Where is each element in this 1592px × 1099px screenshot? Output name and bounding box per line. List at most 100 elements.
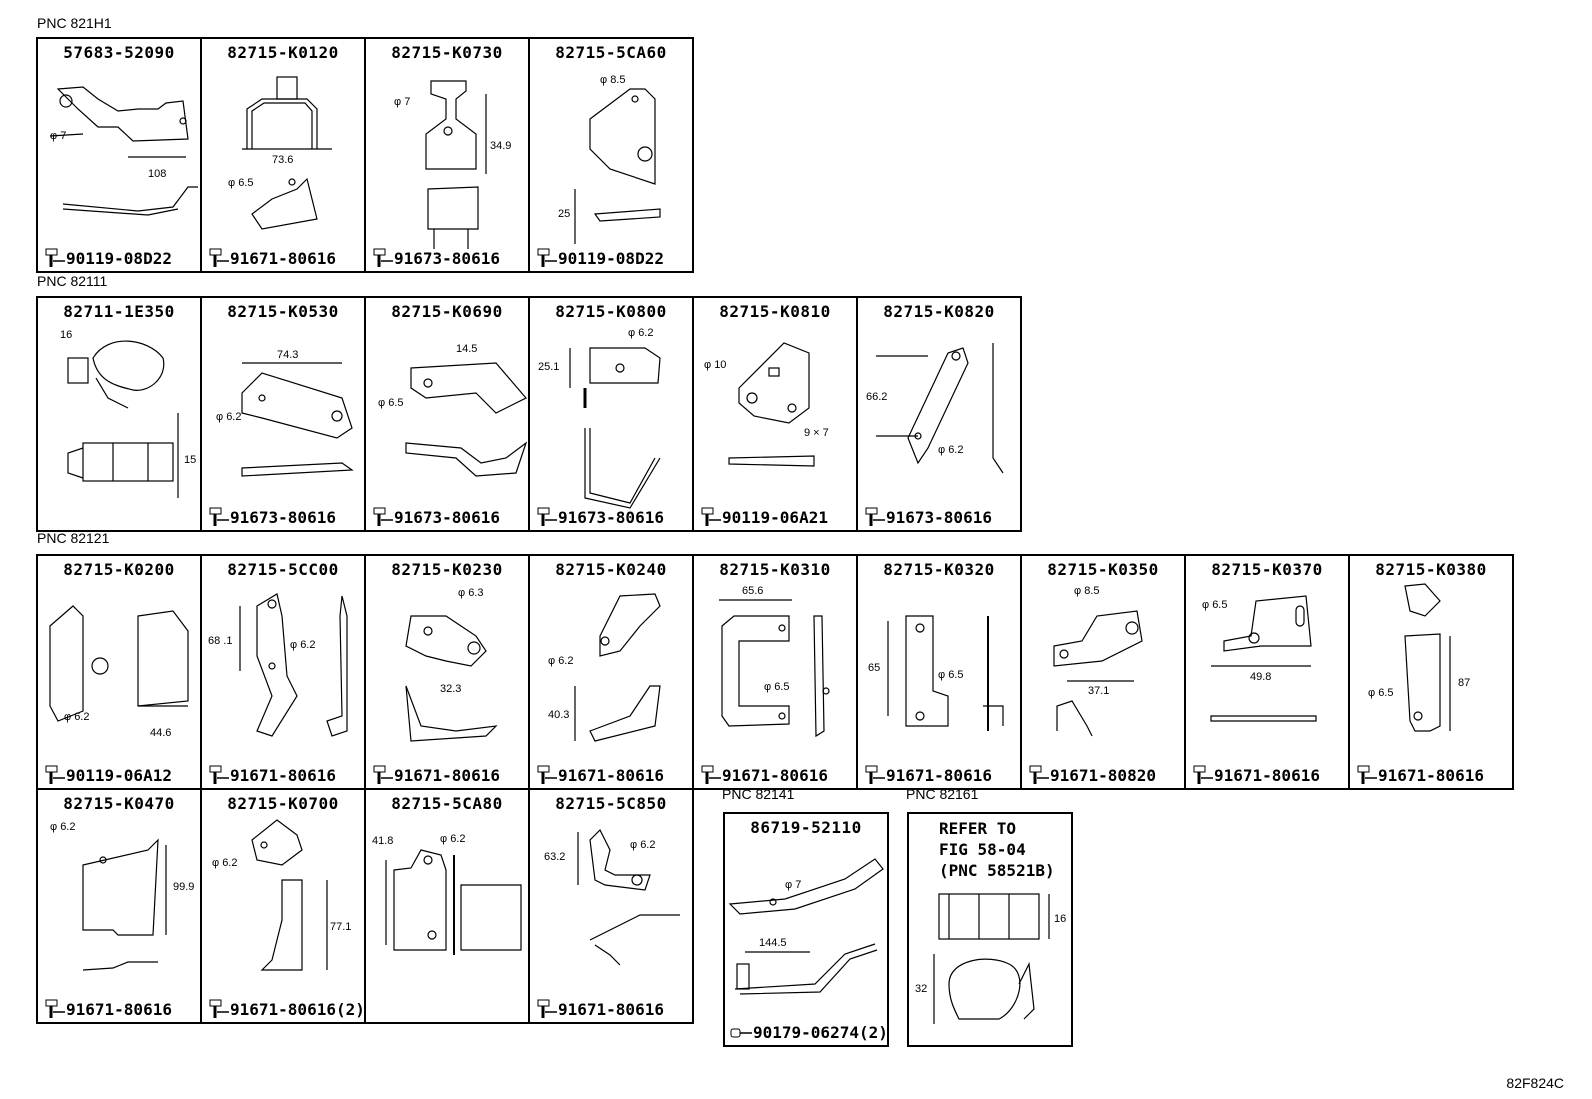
bolt-callout: 91673-80616 (371, 248, 500, 268)
svg-text:φ 7: φ 7 (785, 879, 801, 891)
part-cell[interactable]: 82715-K0350 φ 8.5 37.1 91671-80820 (1020, 554, 1186, 790)
svg-text:32: 32 (915, 983, 927, 995)
svg-text:φ 6.2: φ 6.2 (212, 857, 237, 869)
svg-text:63.2: 63.2 (544, 851, 565, 863)
part-cell[interactable]: 82715-K0470 φ 6.2 99.9 91671-80616 (36, 788, 202, 1024)
part-number: 82715-K0350 (1047, 560, 1159, 579)
bracket-drawing: φ 6.5 87 (1368, 583, 1470, 732)
bolt-number: 91671-80616 (1214, 765, 1320, 785)
part-number: 82715-5CC00 (227, 560, 339, 579)
rivet-icon (730, 1028, 752, 1037)
bolt-icon (209, 507, 229, 526)
svg-text:φ 6.2: φ 6.2 (630, 839, 655, 851)
bolt-icon (45, 999, 65, 1018)
part-cell[interactable]: 82715-5CA60 φ 8.5 25 90119-08D22 (528, 37, 694, 273)
part-cell[interactable]: 82715-K0310 65.6 φ 6.5 91671-80616 (692, 554, 858, 790)
part-number: 82715-K0370 (1211, 560, 1323, 579)
part-cell[interactable]: 82715-K0820 66.2 φ 6.2 91673-80616 (856, 296, 1022, 532)
part-number: 86719-52110 (750, 818, 862, 837)
bolt-callout: 91671-80616 (1191, 765, 1320, 785)
bolt-number: 90119-08D22 (558, 248, 664, 268)
bolt-callout: 90179-06274(2) (730, 1023, 888, 1042)
part-cell[interactable]: 82715-K0380 φ 6.5 87 91671-80616 (1348, 554, 1514, 790)
part-cell[interactable]: 82715-K0320 65 φ 6.5 91671-80616 (856, 554, 1022, 790)
part-cell[interactable]: 82715-K0730 φ 7 34.9 91673-80616 (364, 37, 530, 273)
part-number: 82715-K0240 (555, 560, 667, 579)
bolt-icon (373, 765, 393, 784)
bolt-callout: 90119-06A12 (43, 765, 172, 785)
part-cell[interactable]: 86719-52110 φ 7 144.5 90179-06274(2) (723, 812, 889, 1047)
bolt-callout: 91673-80616 (371, 507, 500, 527)
part-cell[interactable]: 82715-K0810 φ 10 9 × 7 90119-06A21 (692, 296, 858, 532)
svg-text:φ 10: φ 10 (704, 359, 726, 371)
bolt-number: 91671-80616 (886, 765, 992, 785)
bracket-drawing: 65 φ 6.5 (868, 615, 1004, 731)
part-number: 82715-K0200 (63, 560, 175, 579)
bracket-drawing: φ 8.5 37.1 (1053, 585, 1143, 737)
figure-code: 82F824C (1506, 1075, 1564, 1091)
bracket-drawing: 25.1 φ 6.2 (538, 327, 661, 509)
refer-to-note: REFER TO FIG 58-04 (PNC 58521B) (939, 819, 1055, 880)
bolt-icon (865, 765, 885, 784)
part-cell[interactable]: 82715-K0800 25.1 φ 6.2 91673-80616 (528, 296, 694, 532)
svg-text:φ 7: φ 7 (50, 130, 66, 142)
part-cell[interactable]: 82715-5CC00 68 .1 φ 6.2 91671-80616 (200, 554, 366, 790)
bracket-drawing: 74.3 φ 6.2 (216, 349, 354, 477)
bolt-icon (373, 248, 393, 267)
pnc-label-82141: PNC 82141 (722, 786, 795, 802)
svg-text:15: 15 (184, 454, 196, 466)
bolt-icon (701, 765, 721, 784)
bolt-icon (209, 765, 229, 784)
part-cell[interactable]: 82715-K0200 φ 6.2 44.6 90119-06A12 (36, 554, 202, 790)
part-cell[interactable]: REFER TO FIG 58-04 (PNC 58521B) 16 32 (907, 812, 1073, 1047)
svg-text:14.5: 14.5 (456, 343, 477, 355)
part-cell[interactable]: 82715-K0240 φ 6.2 40.3 91671-80616 (528, 554, 694, 790)
part-cell[interactable]: 82715-5CA80 41.8 φ 6.2 (364, 788, 530, 1024)
svg-text:φ 7: φ 7 (394, 96, 410, 108)
bolt-icon (373, 507, 393, 526)
svg-text:9 × 7: 9 × 7 (804, 427, 829, 439)
pnc-label-82121: PNC 82121 (37, 530, 110, 546)
bolt-number: 91671-80616 (230, 248, 336, 268)
part-number: 82715-K0320 (883, 560, 995, 579)
bolt-icon (537, 507, 557, 526)
bolt-number: 91671-80616 (230, 765, 336, 785)
bolt-number: 91671-80616 (722, 765, 828, 785)
bracket-drawing: φ 6.2 77.1 (212, 819, 351, 971)
part-cell[interactable]: 82711-1E350 16 15 (36, 296, 202, 532)
bracket-drawing: φ 6.3 32.3 (405, 587, 498, 742)
bolt-number: 91671-80616 (558, 765, 664, 785)
part-cell[interactable]: 57683-52090 φ 7 108 90119-08D22 (36, 37, 202, 273)
svg-text:φ 6.5: φ 6.5 (938, 669, 963, 681)
part-cell[interactable]: 82715-5C850 63.2 φ 6.2 91671-80616 (528, 788, 694, 1024)
part-cell[interactable]: 82715-K0120 73.6 φ 6.5 91671-80616 (200, 37, 366, 273)
bolt-callout: 91671-80616 (863, 765, 992, 785)
bolt-icon (209, 248, 229, 267)
bolt-callout: 91671-80616 (1355, 765, 1484, 785)
bolt-callout: 90119-08D22 (43, 248, 172, 268)
bolt-icon (537, 765, 557, 784)
svg-text:74.3: 74.3 (277, 349, 298, 361)
svg-text:68 .1: 68 .1 (208, 635, 232, 647)
part-number: 82715-5CA60 (555, 43, 667, 62)
bolt-number: 91671-80616 (558, 999, 664, 1019)
bolt-callout: 91671-80616 (535, 765, 664, 785)
svg-text:φ 8.5: φ 8.5 (1074, 585, 1099, 597)
bolt-icon (865, 507, 885, 526)
bolt-number: 90119-08D22 (66, 248, 172, 268)
bolt-callout: 90119-08D22 (535, 248, 664, 268)
bolt-icon (45, 248, 65, 267)
bracket-drawing: 73.6 φ 6.5 (228, 76, 332, 230)
part-cell[interactable]: 82715-K0370 φ 6.5 49.8 91671-80616 (1184, 554, 1350, 790)
bracket-drawing: 63.2 φ 6.2 (544, 828, 680, 966)
bracket-drawing: 14.5 φ 6.5 (378, 343, 528, 477)
part-cell[interactable]: 82715-K0690 14.5 φ 6.5 91673-80616 (364, 296, 530, 532)
part-number: 82715-K0730 (391, 43, 503, 62)
svg-text:φ 6.2: φ 6.2 (216, 411, 241, 423)
svg-text:φ 6.2: φ 6.2 (64, 711, 89, 723)
part-cell[interactable]: 82715-K0230 φ 6.3 32.3 91671-80616 (364, 554, 530, 790)
svg-text:41.8: 41.8 (372, 835, 393, 847)
part-cell[interactable]: 82715-K0700 φ 6.2 77.1 91671-80616(2) (200, 788, 366, 1024)
part-cell[interactable]: 82715-K0530 74.3 φ 6.2 91673-80616 (200, 296, 366, 532)
part-number: 82715-K0800 (555, 302, 667, 321)
